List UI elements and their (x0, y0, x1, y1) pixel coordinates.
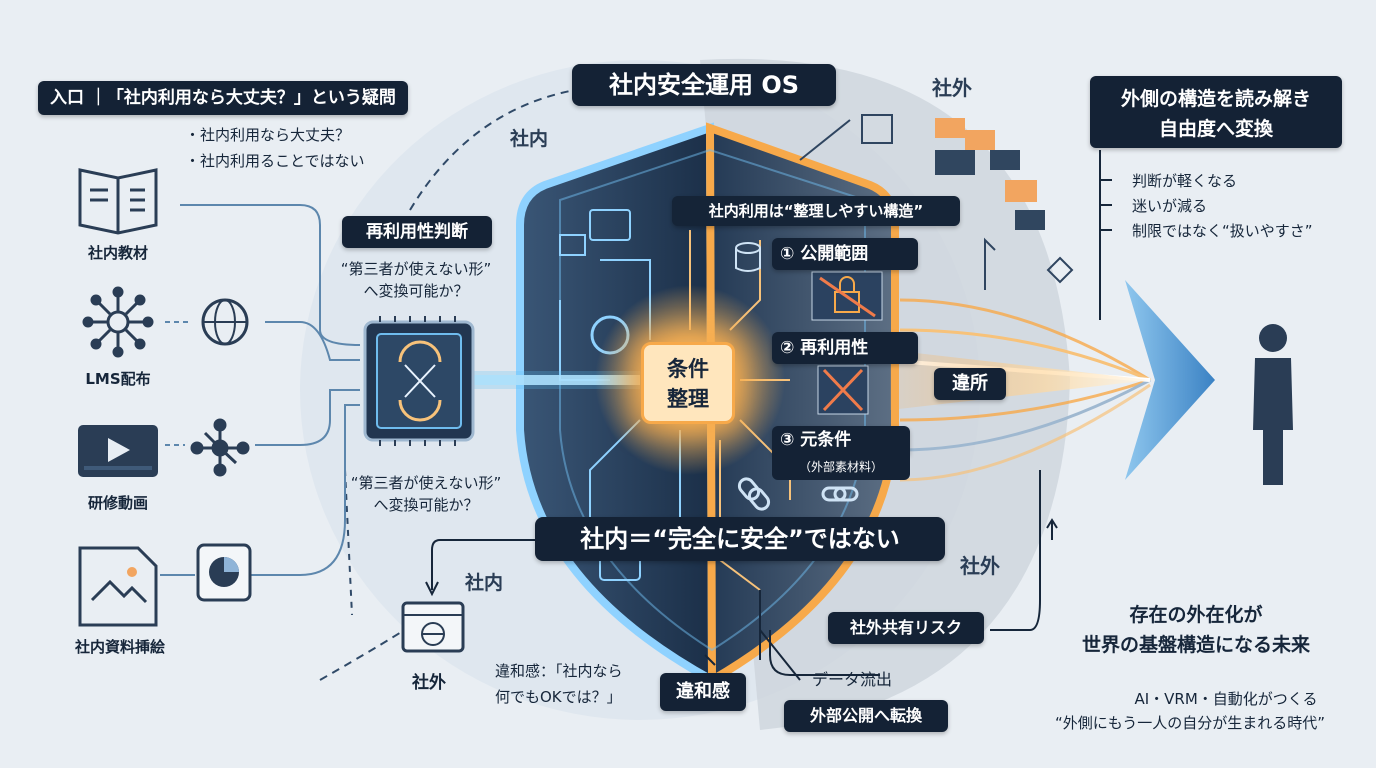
chip-pins (379, 316, 456, 446)
entry-bullet-1: ・社内利用なら大丈夫？ (185, 126, 351, 144)
source-label-video: 研修動画 (87, 494, 148, 512)
zone-outside-bottom: 社外 (412, 673, 446, 693)
boundary-arc-bottom (319, 619, 421, 681)
image-doc-icon (78, 546, 158, 627)
source-label-lms: LMS配布 (85, 370, 151, 388)
link-icon (737, 477, 859, 511)
core-line-1: 条件 (667, 357, 709, 381)
video-icon (78, 425, 158, 477)
right-header: 外側の構造を読み解き 自由度へ変換 (1090, 76, 1342, 148)
zone-outside-top: 社外 (932, 76, 972, 100)
shield-item-3-sub: （外部素材料） (772, 454, 910, 480)
source-label-illustration: 社内資料挿絵 (74, 638, 165, 656)
crossed-doc-icon (817, 365, 869, 415)
reuse-question-line2: へ変換可能か？ (363, 282, 469, 300)
ai-line1: AI・VRM・自動化がつくる (1134, 690, 1318, 708)
pie-chart-icon (196, 543, 252, 602)
processor-chip-icon (363, 320, 475, 442)
browser-globe-icon (401, 601, 465, 653)
external-convert-label: 外部公開へ転換 (784, 700, 948, 732)
right-bullet-1: 判断が軽くなる (1132, 172, 1238, 190)
discomfort-label: 違和感 (660, 673, 746, 711)
ai-line2: “外側にもう一人の自分が生まれる時代” (1054, 714, 1326, 732)
share-risk-label: 社外共有リスク (828, 612, 984, 644)
zone-inside-top: 社内 (510, 128, 549, 150)
boundary-arc-top (409, 89, 576, 211)
right-bullet-2: 迷いが減る (1132, 197, 1208, 215)
book-icon (78, 168, 158, 235)
future-line1: 存在の外在化が (1129, 604, 1263, 626)
right-bullet-3: 制限ではなく“扱いやすさ” (1132, 222, 1313, 240)
lock-crossed-icon (811, 271, 883, 321)
reuse-question2-line2: へ変換可能か？ (373, 496, 479, 514)
network-icon-video (190, 418, 250, 477)
reuse-question-line1: “第三者が使えない形” (340, 260, 492, 278)
zone-outside-mid: 社外 (960, 554, 1000, 578)
source-connectors (160, 204, 361, 576)
person-icon (1253, 324, 1293, 485)
data-leak-label: データ流出 (812, 670, 893, 689)
core-box: 条件 整理 (641, 342, 735, 424)
window-icon (589, 209, 631, 241)
right-header-line2: 自由度へ変換 (1158, 118, 1273, 140)
discomfort-note-line1: 違和感：「社内なら (495, 662, 623, 680)
core-line-2: 整理 (667, 387, 709, 411)
source-label-materials: 社内教材 (87, 244, 148, 262)
entry-label: 入口 ｜「社内利用なら大丈夫？」という疑問 (38, 81, 408, 115)
outside-docs (799, 114, 1074, 290)
shield-subtitle: 社内利用は“整理しやすい構造” (672, 196, 960, 226)
discomfort-note-line2: 何でもOKでは？」 (495, 688, 622, 706)
right-header-line1: 外側の構造を読み解き (1120, 88, 1311, 110)
page-title: 社内安全運用 OS (572, 64, 836, 106)
dashed-vertical (344, 469, 353, 616)
lower-connectors (425, 470, 1058, 681)
shield-item-1: ① 公開範囲 (772, 238, 918, 270)
big-chevron-arrow (1125, 280, 1215, 480)
zone-inside-bottom: 社内 (465, 572, 504, 594)
reuse-judgement-label: 再利用性判断 (342, 216, 492, 248)
bullet-ticks (1100, 179, 1112, 231)
shield-item-2: ② 再利用性 (772, 332, 918, 364)
database-icon (735, 242, 761, 272)
future-line2: 世界の基盤構造になる未来 (1081, 634, 1310, 656)
network-icon-lms (82, 286, 154, 358)
warning-banner: 社内＝“完全に安全”ではない (535, 517, 945, 561)
entry-bullet-2: ・社内利用ることではない (185, 152, 365, 170)
reuse-question2-line1: “第三者が使えない形” (350, 474, 502, 492)
shield-item-3: ③ 元条件 (772, 426, 910, 454)
violation-label: 違所 (934, 368, 1006, 400)
chart-icon (559, 234, 586, 256)
